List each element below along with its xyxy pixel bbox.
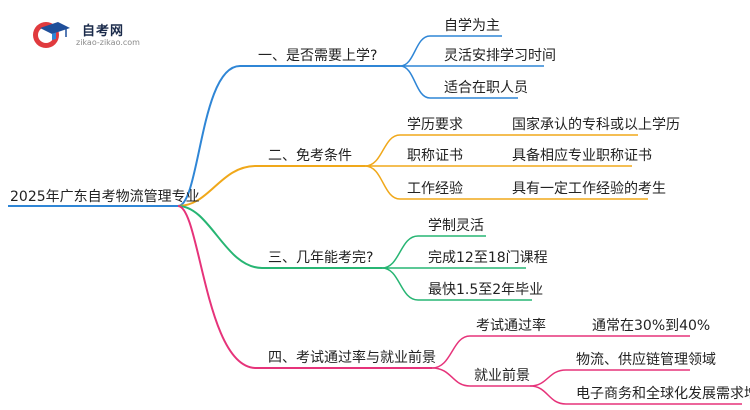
b4-item-1-detail: 通常在30%到40%	[592, 318, 711, 334]
b4-item-2-detail-2: 电子商务和全球化发展需求增加	[576, 386, 750, 402]
b4-item-2-detail-1: 物流、供应链管理领域	[576, 352, 716, 368]
branch-2-label: 二、免考条件	[268, 148, 352, 164]
connector-b1	[177, 65, 241, 207]
b2-item-1-detail: 国家承认的专科或以上学历	[512, 117, 680, 133]
connector-b4	[177, 205, 257, 369]
graduation-cap-icon	[33, 22, 70, 48]
b2-item-2-detail: 具备相应专业职称证书	[512, 148, 652, 164]
logo-url: zikao-zikao.com	[76, 38, 140, 47]
b1-leaf-3: 适合在职人员	[444, 80, 528, 96]
branch-1-label: 一、是否需要上学?	[258, 48, 378, 64]
root-node: 2025年广东自考物流管理专业	[10, 189, 200, 205]
site-logo: 自考网 zikao-zikao.com	[30, 18, 150, 50]
b1-leaf-2: 灵活安排学习时间	[444, 48, 556, 64]
b3-leaf-1: 学制灵活	[428, 218, 484, 234]
connector-b3	[177, 205, 263, 269]
connector-b2	[177, 165, 257, 207]
b1-leaf-1: 自学为主	[444, 18, 500, 34]
b3-leaf-2: 完成12至18门课程	[428, 250, 548, 266]
b2-item-3-detail: 具有一定工作经验的考生	[512, 181, 666, 197]
branch-3-label: 三、几年能考完?	[268, 250, 374, 266]
b2-item-3-name: 工作经验	[407, 181, 463, 197]
b2-item-1-name: 学历要求	[407, 117, 463, 133]
logo-name: 自考网	[82, 24, 125, 39]
b2-item-2-name: 职称证书	[407, 148, 463, 164]
branch-4-label: 四、考试通过率与就业前景	[268, 350, 436, 366]
b4-item-1-name: 考试通过率	[476, 318, 546, 334]
b4-item-2-name: 就业前景	[474, 368, 530, 384]
b3-leaf-3: 最快1.5至2年毕业	[428, 282, 544, 298]
